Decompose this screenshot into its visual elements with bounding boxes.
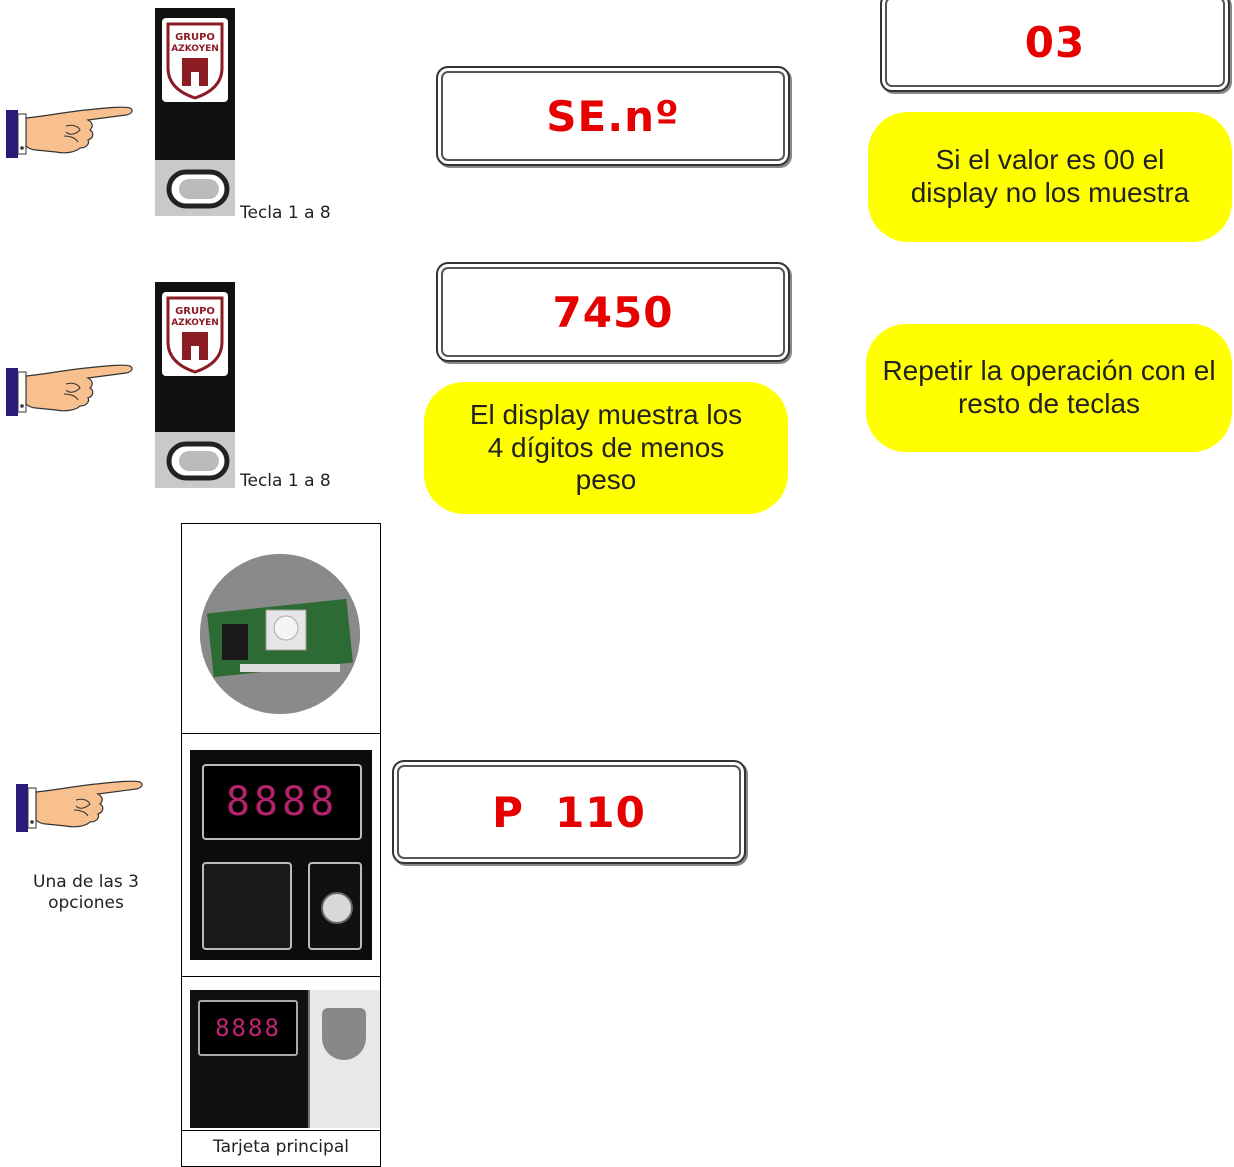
key-caption: Tecla 1 a 8 [240,471,331,491]
note-text: Repetir la operación con el resto de tec… [882,355,1216,419]
svg-text:GRUPO: GRUPO [175,306,215,317]
note-text: Si el valor es 00 el display no los mues… [910,144,1190,208]
svg-text:AZKOYEN: AZKOYEN [171,44,219,54]
display-value: P 110 [492,787,646,837]
display-value: 03 [1024,17,1086,67]
main-board-caption: Tarjeta principal [213,1137,349,1157]
pointing-hand-icon [6,88,136,168]
led-display-panel-photo: 8888 [190,750,372,960]
panel-digits: 8888 [225,779,339,825]
note-bubble: Repetir la operación con el resto de tec… [866,324,1232,452]
note-bubble: Si el valor es 00 el display no los mues… [868,112,1232,242]
key-caption: Tecla 1 a 8 [240,203,331,223]
display-box: SE.nº [436,66,790,166]
keypad-photo: GRUPO AZKOYEN [155,282,235,488]
svg-text:AZKOYEN: AZKOYEN [171,318,219,328]
card-slot-icon [202,862,292,950]
display-box: 03 [880,0,1230,92]
svg-text:GRUPO: GRUPO [175,32,215,43]
main-board-photo: 8888 [190,990,380,1128]
display-box: 7450 [436,262,790,362]
round-button-icon [321,892,353,924]
circuit-board-photo [200,554,360,714]
note-bubble: El display muestra los 4 dígitos de meno… [424,382,788,514]
pointing-hand-icon [6,346,136,426]
key-button [155,160,235,216]
note-text: El display muestra los 4 dígitos de meno… [469,398,743,496]
pointing-hand-icon [16,762,146,842]
display-value: 7450 [552,287,674,337]
keypad-photo: GRUPO AZKOYEN [155,8,235,216]
azkoyen-logo: GRUPO AZKOYEN [162,18,228,102]
options-caption: Una de las 3 opciones [33,872,139,914]
display-box: P 110 [392,760,746,864]
azkoyen-logo: GRUPO AZKOYEN [162,292,228,376]
azkoyen-shield-icon [322,1008,366,1060]
image-column: 8888 8888 Tarjeta principal [181,523,381,1167]
display-value: SE.nº [546,91,680,141]
board-digits: 8888 [215,1014,281,1042]
key-button [155,432,235,488]
